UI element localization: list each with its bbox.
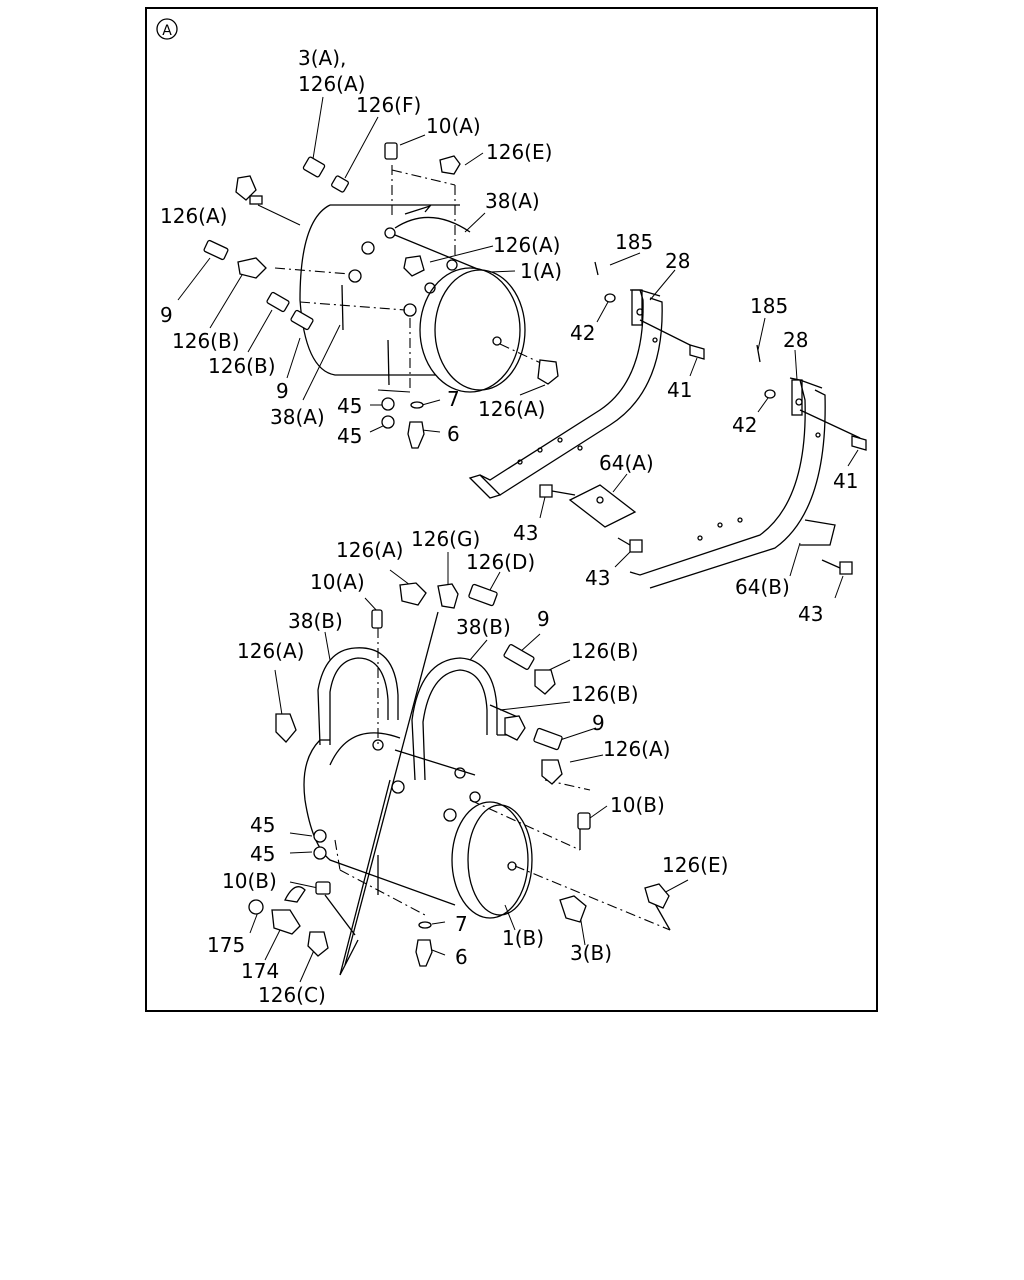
strap-38b-left (317, 647, 399, 746)
label-38b-2: 38(B) (456, 615, 511, 639)
label-10a-1: 10(A) (426, 114, 481, 138)
label-126b-1: 126(B) (172, 329, 240, 353)
label-38b-1: 38(B) (288, 609, 343, 633)
label-10b-1: 10(B) (610, 793, 665, 817)
label-126a-2: 126(A) (160, 204, 227, 228)
label-38a-2: 38(A) (270, 405, 325, 429)
label-185-2: 185 (750, 294, 788, 318)
label-1b: 1(B) (502, 926, 544, 950)
label-126c: 126(C) (258, 983, 326, 1007)
view-marker-letter: A (162, 23, 172, 39)
label-42-1: 42 (570, 321, 595, 345)
label-45-4: 45 (250, 842, 275, 866)
label-126b-4: 126(B) (571, 682, 639, 706)
label-10b-2: 10(B) (222, 869, 277, 893)
label-7-2: 7 (455, 912, 468, 936)
label-126d: 126(D) (466, 550, 535, 574)
label-28-2: 28 (783, 328, 808, 352)
label-175: 175 (207, 933, 245, 957)
label-6-2: 6 (455, 945, 468, 969)
label-45-1: 45 (337, 394, 362, 418)
fittings-upper (203, 142, 559, 449)
label-10a-2: 10(A) (310, 570, 365, 594)
label-126a-5: 126(A) (336, 538, 403, 562)
label-126e-1: 126(E) (486, 140, 552, 164)
label-28-1: 28 (665, 249, 690, 273)
strap-38b-right (411, 657, 498, 781)
label-64a: 64(A) (599, 451, 654, 475)
label-9-2: 9 (276, 379, 289, 403)
callout-labels: 3(A), 126(A) 126(F) 10(A) 126(E) 38(A) 1… (160, 46, 858, 1007)
label-3b: 3(B) (570, 941, 612, 965)
plate-64a (539, 484, 853, 575)
label-45-2: 45 (337, 424, 362, 448)
label-43-2: 43 (585, 566, 610, 590)
label-126g: 126(G) (411, 527, 480, 551)
label-42-2: 42 (732, 413, 757, 437)
label-126a-7: 126(A) (603, 737, 670, 761)
label-6-1: 6 (447, 422, 460, 446)
label-126b-2: 126(B) (208, 354, 276, 378)
label-43-3: 43 (798, 602, 823, 626)
label-9-1: 9 (160, 303, 173, 327)
label-64b: 64(B) (735, 575, 790, 599)
leader-lines-brackets (539, 252, 859, 599)
label-41-2: 41 (833, 469, 858, 493)
view-marker: A (156, 18, 178, 40)
strap-38a (341, 204, 471, 386)
air-tank-lower (303, 732, 533, 919)
label-126b-3: 126(B) (571, 639, 639, 663)
label-7-1: 7 (447, 387, 460, 411)
label-9-3: 9 (537, 607, 550, 631)
label-126a-6: 126(A) (237, 639, 304, 663)
leader-lines-upper (177, 96, 546, 433)
label-9-4: 9 (592, 711, 605, 735)
label-126a-1: 126(A) (298, 72, 365, 96)
label-1a: 1(A) (520, 259, 562, 283)
label-126a-4: 126(A) (478, 397, 545, 421)
label-126e-2: 126(E) (662, 853, 728, 877)
leader-lines-lower (249, 552, 689, 983)
label-41-1: 41 (667, 378, 692, 402)
label-185-1: 185 (615, 230, 653, 254)
label-126f: 126(F) (356, 93, 421, 117)
label-174: 174 (241, 959, 279, 983)
fittings-lower (248, 582, 670, 967)
bracket-28-right (629, 344, 867, 589)
diagram-frame (145, 7, 878, 1012)
label-126a-3: 126(A) (493, 233, 560, 257)
air-tank-upper (299, 204, 526, 393)
label-43-1: 43 (513, 521, 538, 545)
label-38a-1: 38(A) (485, 189, 540, 213)
label-45-3: 45 (250, 813, 275, 837)
label-3a: 3(A), (298, 46, 346, 70)
bracket-28-left (468, 261, 705, 499)
